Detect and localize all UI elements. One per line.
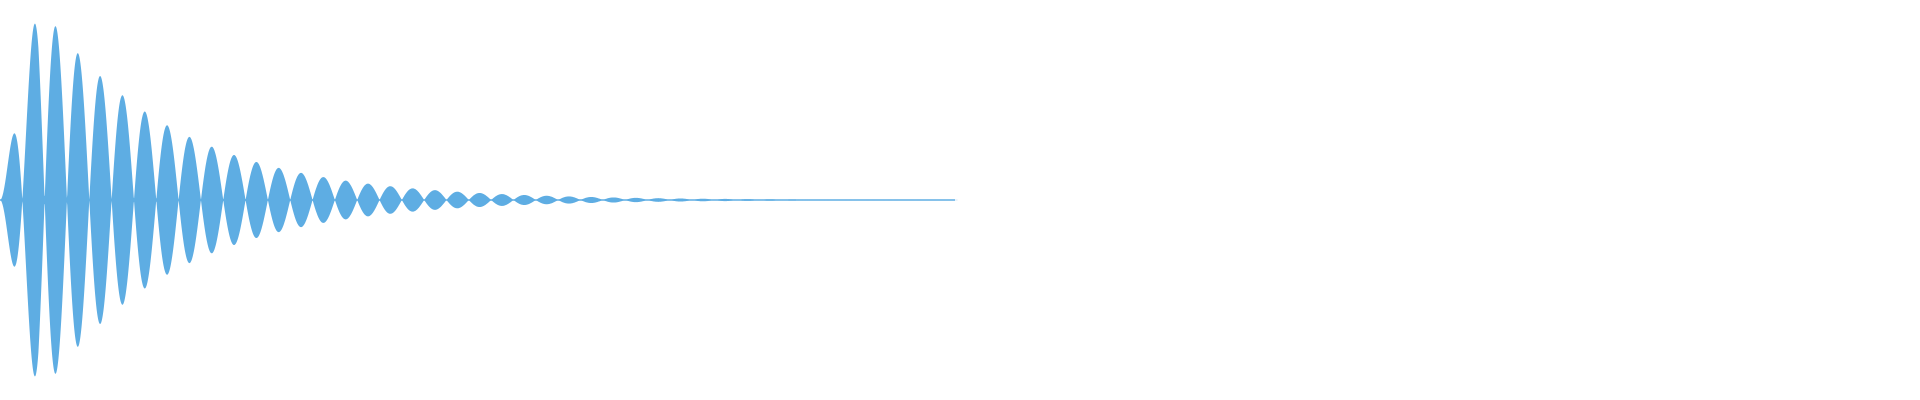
waveform-shape	[0, 23, 960, 377]
